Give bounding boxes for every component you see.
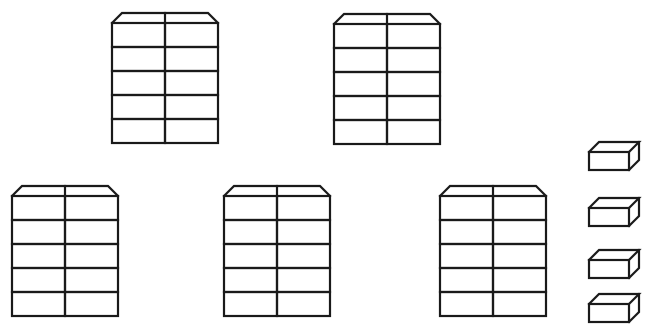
block-stack [440, 186, 546, 316]
stacked-block [12, 292, 65, 316]
stacked-block [493, 292, 546, 316]
stacked-block [112, 119, 165, 143]
stacked-block [277, 196, 330, 220]
stacked-block [277, 220, 330, 244]
block-stack [112, 13, 218, 143]
block-stack [224, 186, 330, 316]
stacked-block [12, 196, 65, 220]
stacked-block [493, 196, 546, 220]
block-stack [12, 186, 118, 316]
loose-block-top-face [589, 250, 639, 260]
stacked-block [440, 220, 493, 244]
stacked-block [334, 96, 387, 120]
loose-block-top-face [589, 294, 639, 304]
stacked-block [224, 268, 277, 292]
stacked-block [387, 24, 440, 48]
stacked-block [165, 23, 218, 47]
loose-block [589, 250, 639, 278]
loose-block-front-face [589, 152, 629, 170]
loose-block-front-face [589, 304, 629, 322]
stacked-block [224, 196, 277, 220]
stacked-block [165, 47, 218, 71]
stacked-block [165, 71, 218, 95]
stacked-block [277, 244, 330, 268]
stacked-block [224, 220, 277, 244]
stacked-block [165, 119, 218, 143]
stacked-block [12, 220, 65, 244]
stacked-block [165, 95, 218, 119]
stacked-block [493, 268, 546, 292]
stacked-block [224, 292, 277, 316]
loose-block-top-face [589, 142, 639, 152]
loose-block [589, 198, 639, 226]
stacked-block [440, 244, 493, 268]
stacked-block [277, 268, 330, 292]
stacked-block [112, 71, 165, 95]
stacked-block [440, 196, 493, 220]
stacked-block [277, 292, 330, 316]
stacked-block [65, 268, 118, 292]
stacked-block [334, 24, 387, 48]
stacked-block [493, 220, 546, 244]
stacked-block [65, 220, 118, 244]
stacked-block [387, 96, 440, 120]
stacked-block [493, 244, 546, 268]
stacked-block [334, 120, 387, 144]
stacked-block [65, 244, 118, 268]
stacked-block [65, 196, 118, 220]
stacked-block [65, 292, 118, 316]
loose-block-top-face [589, 198, 639, 208]
stacked-block [387, 72, 440, 96]
stacked-block [387, 48, 440, 72]
loose-block [589, 142, 639, 170]
stacked-block [334, 48, 387, 72]
stacked-block [224, 244, 277, 268]
stacked-block [440, 292, 493, 316]
loose-block-front-face [589, 208, 629, 226]
block-stack [334, 14, 440, 144]
stacked-block [112, 23, 165, 47]
stacked-block [112, 47, 165, 71]
stacked-block [440, 268, 493, 292]
stacked-block [112, 95, 165, 119]
stacked-block [12, 268, 65, 292]
stacked-block [12, 244, 65, 268]
loose-block-front-face [589, 260, 629, 278]
loose-block [589, 294, 639, 322]
stacked-block [387, 120, 440, 144]
stacked-block [334, 72, 387, 96]
